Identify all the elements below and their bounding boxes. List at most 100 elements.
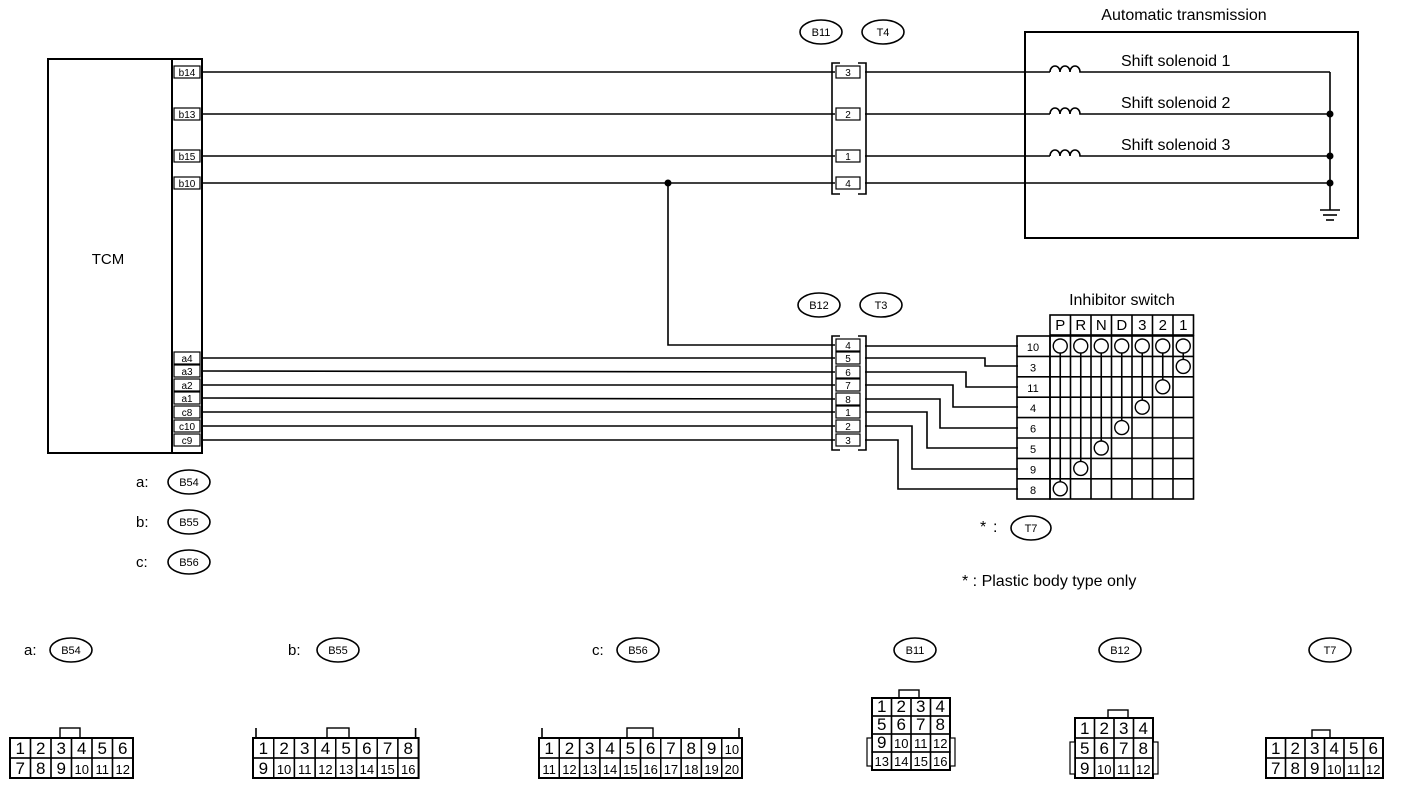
connector-cavity-number: 5 <box>341 739 350 758</box>
connector-cavity-number: 14 <box>603 762 617 777</box>
connector-bracket <box>831 335 840 451</box>
tcm-unit: TCM <box>47 58 203 454</box>
connector-pin <box>835 149 861 163</box>
legend-tag: B56 <box>179 557 199 569</box>
connector-cavity-number: 4 <box>936 697 945 716</box>
tcm-pin-box <box>173 405 201 419</box>
connector-cavity-number: 12 <box>116 762 130 777</box>
connector-cavity-number: 13 <box>339 762 353 777</box>
connector-cavity-number: 1 <box>1271 739 1280 758</box>
connector-side-key <box>949 737 956 767</box>
tag-t3-oval <box>859 292 903 318</box>
connector-cavity-number: 15 <box>914 754 928 769</box>
connector-cavity-number: 11 <box>96 762 110 777</box>
connector-cavity-number: 5 <box>626 739 635 758</box>
tcm-pin-box <box>173 176 201 190</box>
connector-cavity-number: 11 <box>1347 762 1361 777</box>
connector-pin-label: 5 <box>845 354 851 365</box>
connector-cavity-number: 4 <box>1139 719 1148 738</box>
connector-face-tag-oval <box>1098 637 1142 663</box>
connector-cavity-number: 13 <box>583 762 597 777</box>
connector-latch <box>59 727 81 739</box>
tcm-pin-label: c10 <box>179 422 196 433</box>
connector-pin <box>835 338 861 352</box>
connector-cavity-number: 2 <box>1291 739 1300 758</box>
connector-cavity-number: 6 <box>1100 739 1109 758</box>
tag-t4-oval <box>861 19 905 45</box>
position-header <box>1049 314 1195 336</box>
continuity-circle <box>1134 399 1150 415</box>
connector-cavity-number: 13 <box>875 754 889 769</box>
tcm-pin-label: a3 <box>181 367 193 378</box>
connector-latch <box>1311 729 1331 739</box>
connector-cavity-number: 5 <box>98 739 107 758</box>
connector-cavity-number: 9 <box>877 733 886 752</box>
connector-face-tag: B54 <box>61 645 81 657</box>
coil-icon <box>1049 149 1098 157</box>
connector-cavity-number: 17 <box>664 762 678 777</box>
legend-letter: a: <box>136 474 149 491</box>
connector-pin-label: 3 <box>845 436 851 447</box>
terminal-label: 11 <box>1027 383 1038 395</box>
connector-face-tag-oval <box>893 637 937 663</box>
connector-face-tag: B55 <box>328 645 348 657</box>
tcm-pin-label: a1 <box>181 394 193 405</box>
connector-cavity-number: 5 <box>877 715 886 734</box>
connector-cavity-number: 9 <box>707 739 716 758</box>
transmission-box: Automatic transmission <box>1024 7 1359 239</box>
connector-side-key <box>1069 741 1076 775</box>
star-tag: T7 <box>1025 523 1038 535</box>
tcm-pin-box <box>173 149 201 163</box>
tcm-pin-box <box>173 419 201 433</box>
continuity-circle <box>1073 460 1089 477</box>
connector-face-tag-oval <box>49 637 93 663</box>
star-tag-oval <box>1010 515 1052 541</box>
junction-dot <box>664 179 672 187</box>
legend-tag: B55 <box>179 517 199 529</box>
connector-cavity-number: 9 <box>57 759 66 778</box>
legend-letter: c: <box>136 554 148 571</box>
continuity-circle <box>1073 338 1089 354</box>
connector-cavity-number: 3 <box>300 739 309 758</box>
connector-pin <box>835 392 861 406</box>
tcm-pin-box <box>173 378 201 392</box>
connector-pin <box>835 365 861 379</box>
tcm-pin-label: b14 <box>179 68 196 79</box>
tag-b12: B12 <box>809 300 829 312</box>
connector-cavity-number: 7 <box>1271 759 1280 778</box>
terminal-label: 5 <box>1030 444 1036 456</box>
wire-b12-to-inhibitor <box>865 411 1018 449</box>
tcm-pin-label: c9 <box>182 436 193 447</box>
svg-text::: : <box>993 519 997 536</box>
connector-cavity-number: 3 <box>1119 719 1128 738</box>
connector-bracket <box>858 62 867 195</box>
position-label: P <box>1055 317 1065 334</box>
connector-cavity-number: 10 <box>1327 762 1341 777</box>
connector-face-tag: B11 <box>906 645 925 657</box>
connector-cavity-number: 12 <box>1366 762 1380 777</box>
connector-pin <box>835 419 861 433</box>
connector-cavity-number: 14 <box>360 762 374 777</box>
wires <box>201 71 1330 490</box>
star-note: * : T7 * : Plastic body type only <box>962 515 1136 590</box>
tcm-pin-label: b10 <box>179 179 196 190</box>
connector-cavity-number: 8 <box>36 759 45 778</box>
position-label: 2 <box>1159 317 1167 334</box>
tcm-pin-label: b13 <box>179 110 196 121</box>
terminal-label: 8 <box>1030 485 1036 497</box>
tcm-pin-label: a4 <box>181 354 193 365</box>
connector-pin-label: 3 <box>845 68 851 79</box>
connector-cavity-number: 16 <box>933 754 947 769</box>
connector-cavity-number: 4 <box>1330 739 1339 758</box>
connector-pin-label: 4 <box>845 341 851 352</box>
connector-cavity-number: 4 <box>77 739 86 758</box>
connector-cavity-number: 10 <box>725 742 739 757</box>
connector-side-key <box>1152 741 1159 775</box>
